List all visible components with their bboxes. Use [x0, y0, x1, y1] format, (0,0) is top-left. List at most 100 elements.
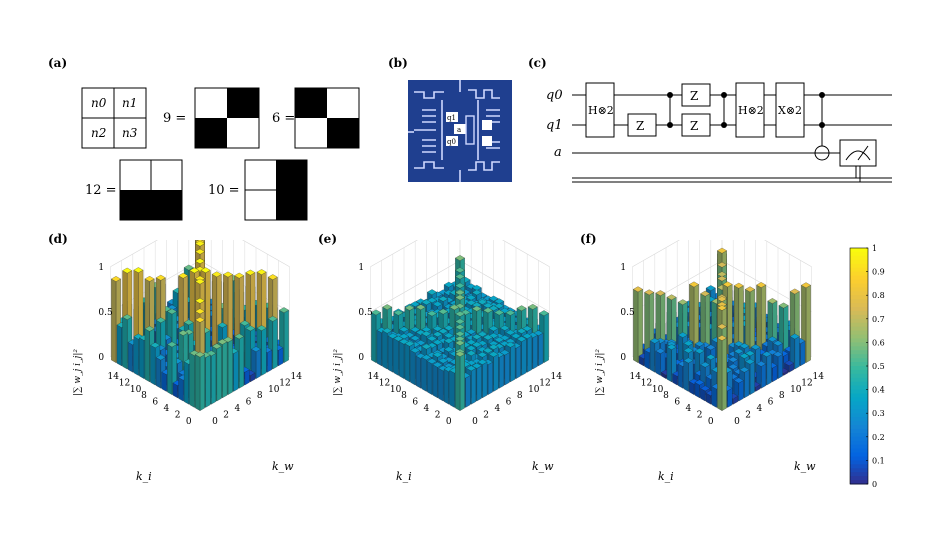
ki-tick: 10	[652, 385, 664, 395]
ki-tick: 8	[401, 391, 407, 401]
bar-cell	[455, 351, 465, 411]
pattern-12	[119, 159, 183, 221]
kw-tick: 2	[483, 410, 489, 420]
pattern-10-label: 10 =	[208, 183, 240, 198]
colorbar-tick: 0.4	[872, 386, 885, 395]
colorbar-tick: 0.5	[872, 362, 885, 371]
measurement-icon	[839, 139, 877, 167]
kw-axis-label: k_w	[532, 460, 554, 473]
bar-cell	[195, 351, 205, 411]
kw-tick: 0	[472, 417, 478, 427]
ki-tick: 14	[368, 372, 380, 382]
kw-tick: 12	[539, 378, 550, 388]
quantum-circuit: q0 q1 a H⊗2 Z Z Z H⊗2 X⊗2	[546, 82, 892, 183]
colorbar-tick: 0.9	[872, 268, 885, 277]
cell-n3: n3	[122, 126, 138, 140]
panel-a-label: (a)	[48, 56, 68, 70]
chip-image: q1 a q0	[408, 80, 512, 182]
z-tick: 0	[358, 353, 364, 363]
chip-label-a: a	[457, 126, 461, 134]
colorbar: 00.10.20.30.40.50.60.70.80.91	[849, 244, 885, 489]
gate-h2-2: H⊗2	[738, 104, 764, 117]
z-tick: 1	[98, 263, 104, 273]
pattern-6-label: 6 =	[272, 111, 295, 126]
colorbar-tick: 0.1	[872, 456, 885, 465]
panel-d-label: (d)	[48, 232, 68, 246]
ki-tick: 6	[412, 398, 418, 408]
pattern-10	[244, 159, 308, 221]
plot-bars	[371, 255, 549, 411]
panel-f-label: (f)	[580, 232, 597, 246]
ki-tick: 12	[379, 378, 390, 388]
kw-axis-label: k_w	[794, 460, 816, 473]
z-tick: 1	[620, 263, 626, 273]
plot-bars	[111, 240, 289, 411]
pattern-9-label: 9 =	[163, 111, 186, 126]
kw-tick: 12	[801, 378, 812, 388]
ki-tick: 0	[446, 417, 452, 427]
ki-tick: 4	[164, 404, 170, 414]
cell-n0: n0	[91, 96, 107, 110]
z-tick: 0.5	[358, 308, 373, 318]
cell-n1: n1	[122, 96, 137, 110]
ki-tick: 4	[686, 404, 692, 414]
kw-tick: 12	[279, 378, 290, 388]
kw-axis-label: k_w	[272, 460, 294, 473]
ki-tick: 2	[435, 410, 441, 420]
plot-bars	[633, 247, 811, 411]
chip-label-q1: q1	[447, 114, 456, 122]
ki-axis-label: k_i	[658, 470, 674, 483]
colorbar-tick: 0	[872, 480, 877, 489]
ki-tick: 12	[641, 378, 652, 388]
z-axis-label: |∑ w_j i_j|²	[333, 349, 343, 396]
kw-tick: 4	[494, 404, 500, 414]
ki-tick: 14	[630, 372, 642, 382]
panel-a-figure: n0 n1 n2 n3 9 = 6 = 12 = 10 =	[81, 87, 360, 221]
gate-z-1: Z	[636, 119, 644, 133]
bar-cell	[756, 361, 767, 389]
ki-tick: 2	[697, 410, 703, 420]
panel-e-label: (e)	[318, 232, 337, 246]
chip-label-q0: q0	[447, 138, 456, 146]
kw-tick: 6	[768, 398, 774, 408]
pattern-12-label: 12 =	[85, 183, 117, 198]
z-axis-label: |∑ w_j i_j|²	[595, 349, 605, 396]
bar-cell	[633, 286, 643, 363]
ki-tick: 2	[175, 410, 181, 420]
colorbar-tick: 0.6	[872, 338, 885, 347]
bar-cell	[251, 346, 261, 379]
kw-tick: 14	[812, 372, 824, 382]
ki-axis-label: k_i	[136, 470, 152, 483]
cell-n2: n2	[91, 126, 106, 140]
colorbar-tick: 0.7	[872, 315, 885, 324]
bar-cell	[789, 333, 800, 370]
ki-tick: 0	[186, 417, 192, 427]
ki-tick: 12	[119, 378, 130, 388]
kw-tick: 10	[528, 385, 540, 395]
ki-tick: 10	[390, 385, 402, 395]
kw-tick: 14	[550, 372, 562, 382]
ki-tick: 4	[424, 404, 430, 414]
bar-cell	[784, 360, 795, 373]
ki-tick: 10	[130, 385, 142, 395]
ki-tick: 8	[141, 391, 147, 401]
ki-tick: 14	[108, 372, 120, 382]
colorbar-tick: 0.3	[872, 409, 885, 418]
wire-label-q1: q1	[546, 118, 563, 133]
ki-tick: 8	[663, 391, 669, 401]
colorbar-tick: 1	[872, 244, 877, 253]
pattern-6	[294, 87, 360, 149]
panel-b-label: (b)	[388, 56, 408, 70]
gate-x2: X⊗2	[778, 104, 802, 117]
z-axis-label: |∑ w_j i_j|²	[73, 349, 83, 396]
gate-z-2: Z	[690, 89, 698, 103]
kw-tick: 10	[790, 385, 802, 395]
ki-tick: 6	[674, 398, 680, 408]
bar-cell	[717, 335, 727, 411]
bar-cell	[150, 342, 161, 386]
kw-tick: 14	[290, 372, 302, 382]
kw-tick: 4	[234, 404, 240, 414]
panel-c-label: (c)	[528, 56, 547, 70]
